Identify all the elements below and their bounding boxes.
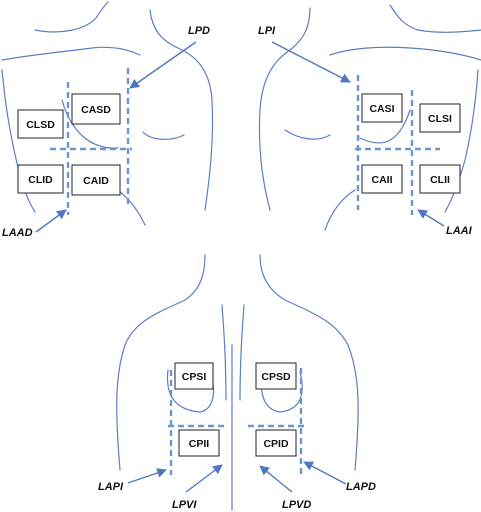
label-lpvi: LPVI — [172, 499, 197, 511]
zone-clii[interactable]: CLII — [419, 164, 461, 194]
zone-cpsi[interactable]: CPSI — [174, 362, 214, 390]
zone-label: CLID — [28, 174, 53, 186]
label-lapd: LAPD — [346, 481, 376, 493]
zone-label: CPSD — [261, 371, 291, 383]
back-outline — [116, 254, 359, 511]
arrow-lpi — [271, 41, 351, 83]
zone-label: CASD — [81, 104, 111, 116]
zone-clid[interactable]: CLID — [17, 164, 64, 194]
zone-label: CPID — [263, 438, 289, 450]
zone-label: CPSI — [182, 371, 207, 383]
right-torso-outline — [258, 4, 481, 231]
zone-cpii[interactable]: CPII — [178, 429, 220, 457]
arrow-lpd — [129, 41, 197, 89]
zone-grid-left — [50, 68, 132, 215]
zone-clsd[interactable]: CLSD — [17, 109, 64, 139]
zone-cpsd[interactable]: CPSD — [255, 362, 297, 390]
pointer-arrows — [35, 41, 445, 493]
arrow-lpvi — [185, 464, 223, 493]
arrow-laad — [35, 209, 67, 233]
zone-caii[interactable]: CAII — [361, 164, 403, 194]
zone-label: CPII — [189, 438, 210, 450]
zone-cpid[interactable]: CPID — [255, 429, 297, 457]
label-lpi: LPI — [258, 25, 276, 37]
zone-label: CLSI — [428, 113, 452, 125]
label-lpd: LPD — [188, 25, 210, 37]
zone-label: CAII — [372, 174, 393, 186]
arrow-lapi — [127, 468, 167, 484]
label-laai: LAAI — [446, 225, 473, 237]
zone-label: CASI — [369, 103, 394, 115]
zone-casi[interactable]: CASI — [361, 93, 403, 123]
label-laad: LAAD — [2, 227, 33, 239]
zone-grid-back — [168, 368, 304, 475]
zone-label: CAID — [83, 175, 109, 187]
zone-casd[interactable]: CASD — [71, 93, 121, 125]
label-lapi: LAPI — [98, 481, 124, 493]
zone-caid[interactable]: CAID — [71, 164, 121, 196]
zone-label: CLII — [430, 174, 450, 186]
zone-label: CLSD — [26, 119, 55, 131]
arrow-laai — [417, 209, 445, 227]
arrow-lapd — [303, 461, 347, 485]
zone-grid-right — [355, 75, 440, 215]
arrow-lpvd — [259, 465, 293, 493]
label-lpvd: LPVD — [282, 499, 311, 511]
left-torso-outline — [1, 1, 214, 226]
zone-clsi[interactable]: CLSI — [419, 103, 461, 133]
